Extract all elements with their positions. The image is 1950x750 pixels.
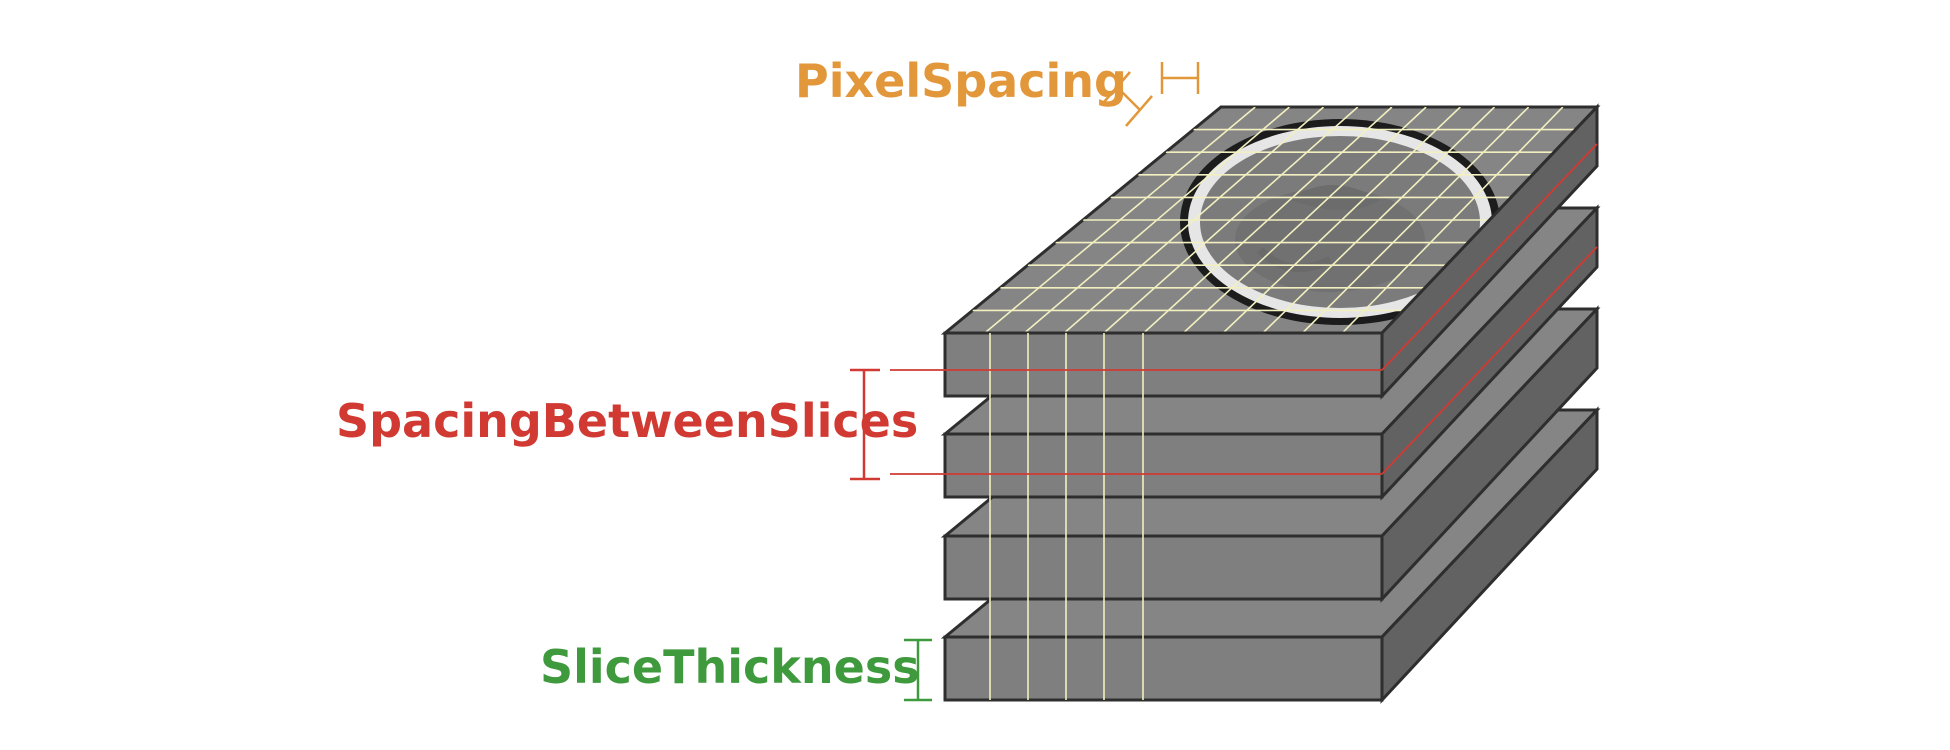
spacing-reference-lines xyxy=(890,143,1598,475)
spacing-between-slices-bracket xyxy=(850,368,880,481)
slice-slab-1 xyxy=(940,103,1601,400)
front-grid-lines xyxy=(989,333,1144,700)
slab-1-front xyxy=(943,331,1384,398)
slab-3-front xyxy=(943,534,1384,601)
slab-4-front xyxy=(943,635,1384,702)
slice-thickness-bracket xyxy=(904,638,932,702)
slab-2-front xyxy=(943,432,1384,499)
pixel-spacing-label: PixelSpacing xyxy=(795,54,1127,108)
slice-thickness-label: SliceThickness xyxy=(540,640,920,694)
pixel-spacing-bracket xyxy=(1103,62,1200,127)
pixel-grid xyxy=(972,107,1576,333)
spacing-between-slices-label: SpacingBetweenSlices xyxy=(336,394,918,448)
